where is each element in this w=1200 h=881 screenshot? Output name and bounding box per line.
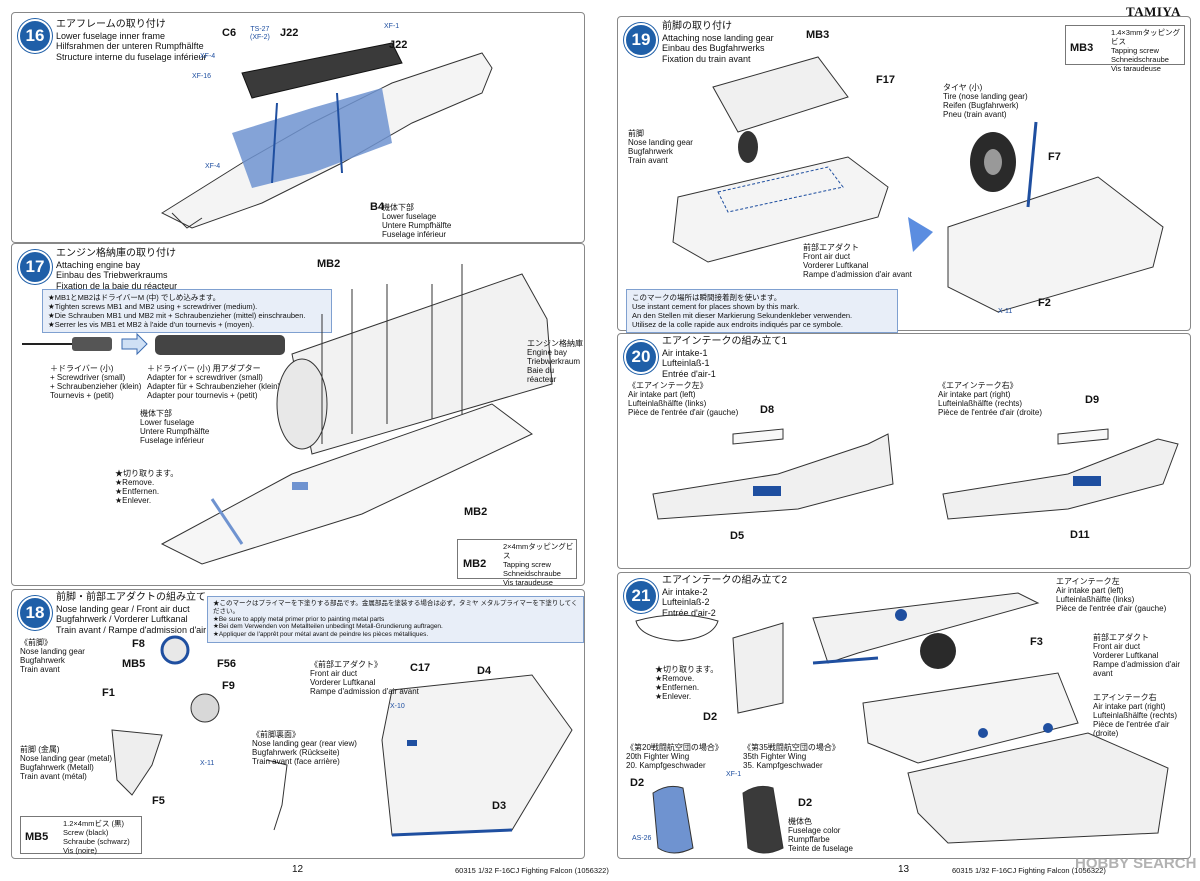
part-d11: D11 [1070, 529, 1090, 541]
step-18-number: 18 [18, 596, 52, 630]
step-18-title: 前脚・前部エアダクトの組み立て Nose landing gear / Fron… [56, 592, 231, 635]
part-d9: D9 [1085, 394, 1100, 406]
step-17-screwdriver-note: ★MB1とMB2はドライバーM (中) でしめ込みます。 ★Tighten sc… [42, 289, 332, 333]
part-d2-main: D2 [703, 711, 718, 723]
b4-label: 機体下部 Lower fuselage Untere Rumpfhälfte F… [382, 203, 452, 239]
paint-xf1-21: XF-1 [726, 771, 742, 778]
step-17-panel: 17 エンジン格納庫の取り付け Attaching engine bay Ein… [11, 243, 585, 587]
wing-35-label: 《第35戦闘航空団の場合》 35th Fighter Wing 35. Kamp… [743, 743, 840, 770]
paint-xf1: XF-1 [384, 23, 400, 30]
part-f5: F5 [152, 795, 165, 807]
paint-x11-18: X-11 [200, 760, 215, 767]
part-d5: D5 [730, 530, 745, 542]
step-17-title: エンジン格納庫の取り付け Attaching engine bay Einbau… [56, 248, 178, 291]
step-21-drawing [635, 592, 1169, 854]
metal-primer-note: ★このマークはプライマーを下塗りする部品です。金属部品を塗装する場合は必ず，タミ… [207, 596, 584, 643]
front-duct-label-21: 前部エアダクト Front air duct Vorderer Luftkana… [1093, 633, 1181, 678]
gear-rear-label: 《前脚裏面》 Nose landing gear (rear view) Bug… [252, 730, 357, 766]
intake-left-label-21: エアインテーク左 Air intake part (left) Lufteinl… [1056, 577, 1167, 613]
page-number-right: 13 [898, 864, 910, 875]
part-f17: F17 [876, 74, 895, 86]
screwdriver-label: ＋ドライバー (小) + Screwdriver (small) + Schra… [50, 364, 142, 400]
page-number-left: 12 [292, 864, 304, 875]
instant-cement-note: このマークの場所は瞬間接着剤を使います。 Use instant cement … [626, 289, 898, 333]
remove-note: ★切り取ります。 ★Remove. ★Entfernen. ★Enlever. [115, 469, 179, 505]
paint-xf4-lower: XF-4 [205, 163, 221, 170]
step-18-panel: 18 前脚・前部エアダクトの組み立て Nose landing gear / F… [11, 589, 585, 859]
part-f3: F3 [1030, 636, 1043, 648]
footer-left: 60315 1/32 F-16CJ Fighting Falcon (10563… [455, 866, 609, 875]
paint-x10: X-10 [390, 703, 405, 710]
step-16-number: 16 [18, 19, 52, 53]
step-20-number: 20 [624, 340, 658, 374]
step-19-panel: 19 前脚の取り付け Attaching nose landing gear E… [617, 16, 1191, 333]
part-mb2-top: MB2 [317, 258, 341, 270]
intake-left-label: 《エアインテーク左》 Air intake part (left) Luftei… [628, 381, 739, 417]
nose-gear-label-19: 前脚 Nose landing gear Bugfahrwerk Train a… [628, 129, 693, 165]
step-21-panel: 21 エアインテークの組み立て2 Air intake-2 Lufteinlaß… [617, 572, 1191, 859]
tire-label: タイヤ (小) Tire (nose landing gear) Reifen … [943, 83, 1028, 119]
screw-mb3-code: MB3 [1070, 42, 1094, 54]
part-j22-b: J22 [389, 39, 408, 51]
step-17-number: 17 [18, 250, 52, 284]
mb2-screw-box: MB2 2×4mmタッピングビス Tapping screw Schneidsc… [457, 539, 577, 587]
part-c6: C6 [222, 27, 237, 39]
step-19-drawing [672, 56, 1164, 313]
paint-xf16: XF-16 [192, 73, 212, 80]
step-17-drawing [160, 264, 553, 565]
paint-xf4: XF-4 [200, 53, 216, 60]
part-f9: F9 [222, 680, 235, 692]
part-mb2-bottom: MB2 [464, 506, 488, 518]
paint-as26: AS-26 [632, 835, 652, 842]
mb5-screw-box: MB5 1.2×4mmビス (黒) Screw (black) Schraube… [20, 816, 142, 855]
step-18-drawing [111, 635, 573, 837]
part-c17: C17 [410, 662, 431, 674]
adapter-label: ＋ドライバー (小) 用アダプター Adapter for + screwdri… [147, 364, 281, 400]
step-20-drawing [652, 428, 1179, 520]
screwdriver-drawing [22, 332, 285, 356]
step-21-number: 21 [624, 579, 658, 613]
part-f56: F56 [217, 658, 236, 670]
step-19-title: 前脚の取り付け Attaching nose landing gear Einb… [662, 21, 774, 64]
watermark: HOBBY SEARCH [1075, 855, 1197, 872]
part-d4: D4 [477, 665, 492, 677]
intake-right-label: 《エアインテーク右》 Air intake part (right) Lufte… [938, 381, 1042, 417]
intake-right-label-21: エアインテーク右 Air intake part (right) Luftein… [1093, 693, 1178, 738]
screw-mb2-code: MB2 [463, 558, 487, 570]
part-d8: D8 [760, 404, 775, 416]
part-b4: B4 [370, 201, 385, 213]
fuselage-color-label: 機体色 Fuselage color Rumpffarbe Teinte de … [788, 817, 853, 853]
nose-gear-label: 《前脚》 Nose landing gear Bugfahrwerk Train… [20, 638, 85, 674]
step-19-number: 19 [624, 23, 658, 57]
footer-right: 60315 1/32 F-16CJ Fighting Falcon (10563… [952, 866, 1106, 875]
screw-mb5-code: MB5 [25, 831, 49, 843]
part-d2-20th: D2 [630, 777, 645, 789]
step-21-title: エアインテークの組み立て2 Air intake-2 Lufteinlaß-2 … [662, 575, 788, 618]
paint-ts27: TS-27(XF-2) [250, 26, 270, 41]
remove-note-21: ★切り取ります。 ★Remove. ★Entfernen. ★Enlever. [655, 665, 719, 701]
step-20-panel: 20 エアインテークの組み立て1 Air intake-1 Lufteinlaß… [617, 333, 1191, 569]
wing-20-label: 《第20戦闘航空団の場合》 20th Fighter Wing 20. Kamp… [626, 743, 723, 770]
step-16-title: エアフレームの取り付け Lower fuselage inner frame H… [56, 19, 207, 62]
mb3-screw-box: MB3 1.4×3mmタッピングビス Tapping screw Schneid… [1065, 25, 1185, 73]
paint-x11-19: X-11 [998, 308, 1013, 315]
part-d3: D3 [492, 800, 507, 812]
front-duct-label-19: 前部エアダクト Front air duct Vorderer Luftkana… [803, 243, 912, 279]
brand-logo: TAMIYA [1126, 4, 1182, 19]
part-f2: F2 [1038, 297, 1051, 309]
front-duct-label-18: 《前部エアダクト》 Front air duct Vorderer Luftka… [310, 660, 419, 696]
part-f8: F8 [132, 638, 145, 650]
part-mb5: MB5 [122, 658, 146, 670]
lower-fuselage-label: 機体下部 Lower fuselage Untere Rumpfhälfte F… [140, 409, 210, 445]
step-20-title: エアインテークの組み立て1 Air intake-1 Lufteinlaß-1 … [662, 336, 788, 379]
part-f1: F1 [102, 687, 115, 699]
part-mb3: MB3 [806, 29, 830, 41]
metal-gear-label: 前脚 (金属) Nose landing gear (metal) Bugfah… [20, 745, 113, 781]
engine-bay-label: エンジン格納庫 Engine bay Triebwerkraum Baie du… [527, 339, 583, 384]
part-j22-a: J22 [280, 27, 299, 39]
step-16-panel: 16 エアフレームの取り付け Lower fuselage inner fram… [11, 12, 585, 243]
step-16-drawing [160, 42, 493, 229]
part-f7: F7 [1048, 151, 1061, 163]
part-d2-35th: D2 [798, 797, 813, 809]
